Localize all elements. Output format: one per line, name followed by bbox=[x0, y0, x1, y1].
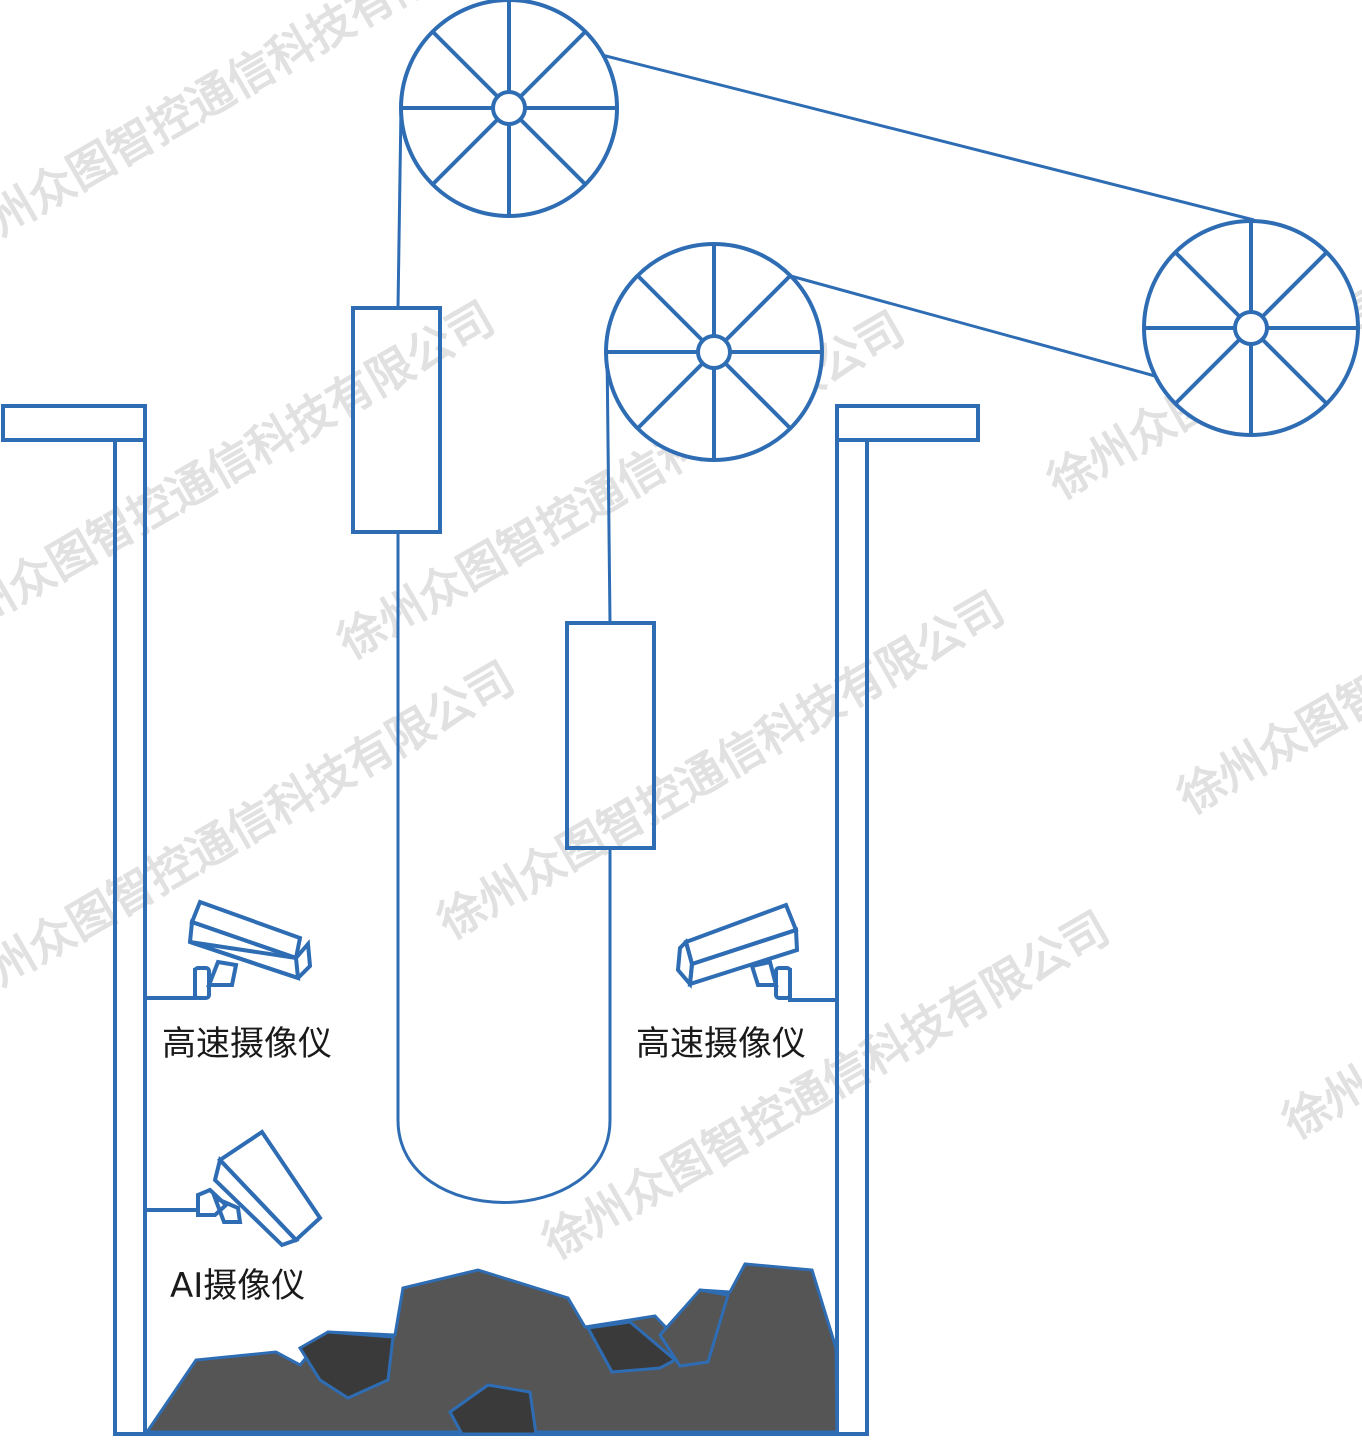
rope bbox=[605, 349, 612, 624]
left-high-speed-camera-icon bbox=[147, 899, 313, 1000]
right-skip bbox=[565, 621, 656, 850]
watermark-layer: 徐州众图智控通信科技有限公司 徐州众图智控通信科技有限公司 徐州众图智控通信科技… bbox=[0, 0, 1362, 1270]
ore-rock bbox=[144, 1262, 839, 1434]
left-wall bbox=[113, 440, 147, 1436]
ai-camera-label: AI摄像仪 bbox=[170, 1266, 305, 1306]
rope bbox=[786, 273, 1156, 378]
left-collar bbox=[1, 404, 147, 442]
right-collar bbox=[835, 404, 980, 442]
ore-rock bbox=[658, 1288, 730, 1368]
right-wall bbox=[835, 440, 869, 1436]
ore-rock-dark bbox=[585, 1320, 678, 1374]
ai-camera-icon bbox=[147, 1129, 323, 1248]
hoist-ropes bbox=[396, 52, 1360, 1204]
watermark-text: 徐州众图智控通信科技有限公司 bbox=[1273, 781, 1362, 1150]
sheave-wheel-middle bbox=[604, 242, 824, 462]
rope bbox=[597, 52, 1255, 222]
sheave-wheel-right bbox=[1142, 219, 1360, 437]
rope bbox=[396, 107, 403, 309]
watermark-text: 徐州众图智控通信科技有限公司 bbox=[1168, 456, 1362, 825]
sheave-wheel-top bbox=[399, 0, 619, 218]
ore-rock-dark bbox=[448, 1383, 538, 1436]
watermark-text: 徐州众图智控通信科技有限公司 bbox=[533, 901, 1119, 1270]
rope-loop bbox=[396, 532, 612, 1204]
ore-rock-dark bbox=[297, 1330, 395, 1400]
right-high-speed-camera-icon bbox=[675, 902, 835, 1002]
skips bbox=[351, 306, 656, 850]
right-camera-label: 高速摄像仪 bbox=[636, 1024, 806, 1064]
left-skip bbox=[351, 306, 442, 534]
watermark-text: 徐州众图智控通信科技有限公司 bbox=[428, 581, 1014, 950]
left-camera-label: 高速摄像仪 bbox=[162, 1024, 332, 1064]
ore-pile bbox=[144, 1262, 839, 1436]
